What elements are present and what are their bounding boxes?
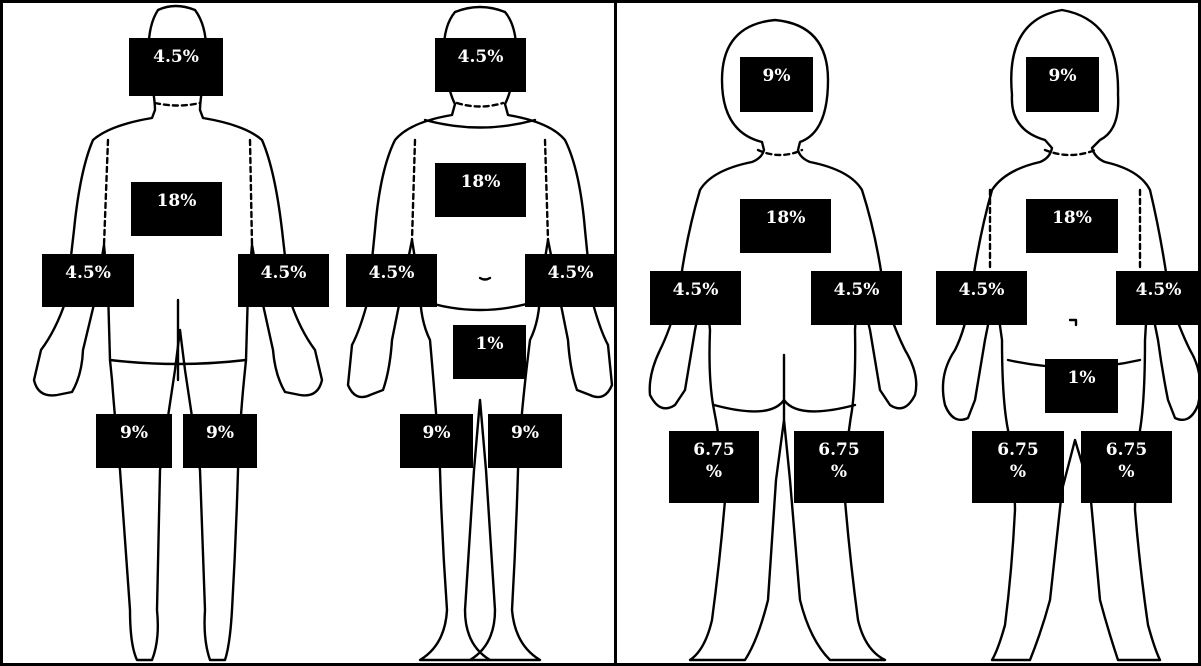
child-front-left-arm-label: 4.5% <box>936 271 1027 325</box>
adult-back-left-leg-label: 9% <box>96 414 172 468</box>
child-back-left-leg-label: 6.75 % <box>669 431 759 503</box>
adult-front-right-leg-label: 9% <box>488 414 562 468</box>
child-back-head-label: 9% <box>740 57 813 112</box>
adult-front-trunk-label: 18% <box>435 163 526 217</box>
adult-back-figure <box>34 6 322 660</box>
adult-front-head-label: 4.5% <box>435 38 526 92</box>
child-front-genitals-label: 1% <box>1045 359 1118 413</box>
child-front-head-label: 9% <box>1026 57 1099 112</box>
adult-back-head-label: 4.5% <box>129 38 223 96</box>
adult-back-left-arm-label: 4.5% <box>42 254 134 307</box>
child-front-left-leg-label: 6.75 % <box>972 431 1064 503</box>
child-back-right-arm-label: 4.5% <box>811 271 902 325</box>
child-back-right-leg-label: 6.75 % <box>794 431 884 503</box>
adult-front-left-leg-label: 9% <box>400 414 473 468</box>
adult-back-trunk-label: 18% <box>131 182 222 236</box>
adult-front-right-arm-label: 4.5% <box>525 254 616 307</box>
child-front-right-leg-label: 6.75 % <box>1081 431 1172 503</box>
child-front-right-arm-label: 4.5% <box>1116 271 1201 325</box>
child-back-trunk-label: 18% <box>740 199 831 253</box>
child-front-trunk-label: 18% <box>1026 199 1118 253</box>
adult-front-genitals-label: 1% <box>453 325 526 379</box>
child-back-figure <box>650 20 917 660</box>
adult-back-right-arm-label: 4.5% <box>238 254 329 307</box>
adult-back-right-leg-label: 9% <box>183 414 257 468</box>
child-back-left-arm-label: 4.5% <box>650 271 741 325</box>
adult-front-left-arm-label: 4.5% <box>346 254 437 307</box>
